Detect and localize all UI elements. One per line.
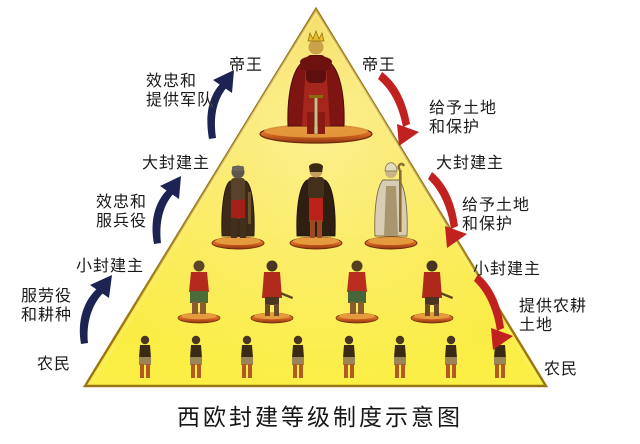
- right-rank-label-king: 帝王: [362, 55, 397, 74]
- right-grant-label-1: 给予土地 和保护: [429, 98, 498, 136]
- figure-peasant: [343, 335, 355, 378]
- arrow-down-great-lord: [378, 72, 419, 146]
- figure-lesser-lord: [250, 260, 294, 324]
- arrow-up-king: [207, 70, 234, 139]
- arrow-up-great-lord: [152, 176, 181, 244]
- right-rank-label-peasant: 农民: [544, 359, 579, 378]
- left-rank-label-peasant: 农民: [37, 354, 72, 373]
- figure-great-lord: [289, 163, 343, 250]
- figure-lesser-lord: [410, 260, 454, 324]
- right-rank-label-lesser-lord: 小封建主: [473, 259, 542, 278]
- figure-great-lord: [211, 165, 265, 250]
- right-rank-label-great-lord: 大封建主: [436, 153, 505, 172]
- left-rank-label-great-lord: 大封建主: [142, 153, 211, 172]
- figure-king: [287, 30, 345, 135]
- obligation-arrows-left: [79, 70, 234, 344]
- diagram-caption: 西欧封建等级制度示意图: [177, 405, 463, 431]
- left-obligation-label-2: 效忠和 服兵役: [96, 192, 148, 230]
- arrow-down-peasant: [474, 274, 513, 350]
- rank-figure-group-peasant: [139, 335, 506, 378]
- figure-peasant: [445, 335, 457, 378]
- figure-peasant: [139, 335, 151, 378]
- rank-figure-group-king: [259, 30, 373, 144]
- right-grant-label-2: 给予土地 和保护: [462, 195, 531, 233]
- rank-figure-group-great-lord: [211, 162, 418, 250]
- right-grant-label-3: 提供农耕 土地: [519, 296, 588, 334]
- grant-arrows-right: [378, 72, 513, 350]
- left-obligation-label-3: 服劳役 和耕种: [21, 286, 73, 324]
- left-rank-label-king: 帝王: [229, 55, 264, 74]
- figure-peasant: [394, 335, 406, 378]
- figure-lesser-lord: [177, 260, 221, 324]
- arrow-up-lesser-lord: [79, 275, 112, 344]
- figure-great-lord: [364, 162, 418, 250]
- arrow-down-lesser-lord: [428, 172, 467, 248]
- figure-lesser-lord: [335, 260, 379, 324]
- left-obligation-label-1: 效忠和 提供军队: [146, 71, 215, 109]
- figure-peasant: [292, 335, 304, 378]
- left-rank-label-lesser-lord: 小封建主: [76, 256, 145, 275]
- figure-peasant: [241, 335, 253, 378]
- rank-figure-group-lesser-lord: [177, 260, 454, 324]
- figure-peasant: [190, 335, 202, 378]
